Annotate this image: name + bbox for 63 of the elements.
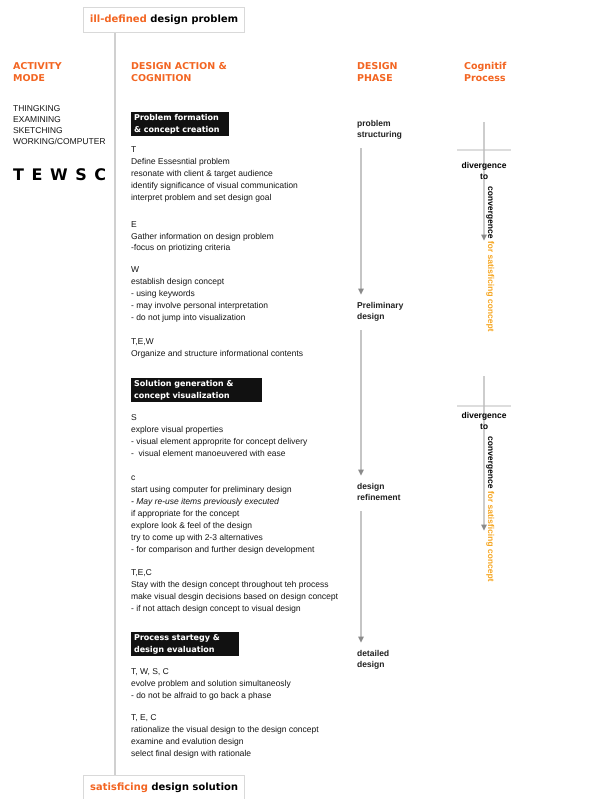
text-line: - if not attach design concept to visual design	[131, 603, 301, 614]
arrow	[358, 148, 364, 295]
text-line: - do not jump into visualization	[131, 312, 246, 323]
text-line: T, E, C	[131, 712, 157, 723]
text-line: try to come up with 2-3 alternatives	[131, 532, 263, 543]
text-line: T	[131, 144, 136, 155]
text-line: W	[131, 264, 140, 275]
text-line: S	[131, 412, 137, 423]
text-line: establish design concept	[131, 276, 224, 287]
text-line: Organize and structure informational contents	[131, 348, 303, 359]
section-banner: Problem formation & concept creation	[131, 112, 229, 136]
text-line: T, W, S, C	[131, 666, 169, 677]
text-line: - do not be alfraid to go back a phase	[131, 690, 272, 701]
text-line: make visual desgin decisions based on design concept	[131, 591, 338, 602]
text-line: -focus on priotizing criteria	[131, 242, 230, 253]
process-label: divergence to	[460, 160, 508, 182]
text-line: THINGKING	[13, 103, 60, 114]
arrow	[358, 510, 364, 643]
process-label: convergence for satisficing concept	[485, 436, 496, 582]
section-banner: Process startegy & design evaluation	[131, 632, 239, 656]
arrow	[358, 330, 364, 476]
column-heading: ACTIVITY MODE	[13, 61, 63, 85]
text-line: select final design with rationale	[131, 748, 252, 759]
phase-label: detailed design	[357, 648, 417, 670]
activity-code: T E W S C	[13, 165, 108, 184]
text-line: explore look & feel of the design	[131, 520, 252, 531]
text-line: start using computer for preliminary design	[131, 484, 292, 495]
process-label: convergence for satisficing concept	[485, 186, 496, 332]
phase-label: Preliminary design	[357, 300, 417, 322]
text-line: E	[131, 219, 137, 230]
text-line: WORKING/COMPUTER	[13, 136, 106, 147]
text-line: - May re-use items previously executed	[131, 496, 279, 507]
text-line: identify significance of visual communication	[131, 180, 298, 191]
text-line: - using keywords	[131, 288, 195, 299]
text-line: SKETCHING	[13, 125, 63, 136]
terminal-box: satisficing design solution	[83, 775, 245, 799]
section-banner: Solution generation & concept visualization	[131, 378, 262, 402]
text-line: examine and evalution design	[131, 736, 244, 747]
text-line: EXAMINING	[13, 114, 61, 125]
connector-line	[114, 33, 116, 775]
text-line: interpret problem and set design goal	[131, 192, 272, 203]
text-line: rationalize the visual design to the design concept	[131, 724, 319, 735]
text-line: - for comparison and further design development	[131, 544, 314, 555]
text-line: Gather information on design problem	[131, 231, 274, 242]
text-line: T,E,W	[131, 336, 154, 347]
column-heading: DESIGN ACTION & COGNITION	[131, 61, 228, 85]
terminal-box: ill-defined design problem	[83, 7, 245, 33]
text-line: explore visual properties	[131, 424, 224, 435]
text-line: Define Essesntial problem	[131, 156, 230, 167]
text-line: if appropriate for the concept	[131, 508, 240, 519]
text-line: evolve problem and solution simultaneosly	[131, 678, 291, 689]
text-line: - visual element approprite for concept delivery	[131, 436, 308, 447]
column-heading: Cognitif Process	[464, 61, 508, 85]
text-line: Stay with the design concept throughout teh process	[131, 579, 329, 590]
phase-label: problem structuring	[357, 118, 417, 140]
column-heading: DESIGN PHASE	[357, 61, 399, 85]
text-line: - may involve personal interpretation	[131, 300, 268, 311]
text-line: c	[131, 472, 136, 483]
text-line: - visual element manoeuvered with ease	[131, 448, 286, 459]
process-label: divergence to	[460, 410, 508, 432]
text-line: resonate with client & target audience	[131, 168, 273, 179]
text-line: T,E,C	[131, 567, 152, 578]
phase-label: design refinement	[357, 481, 427, 503]
